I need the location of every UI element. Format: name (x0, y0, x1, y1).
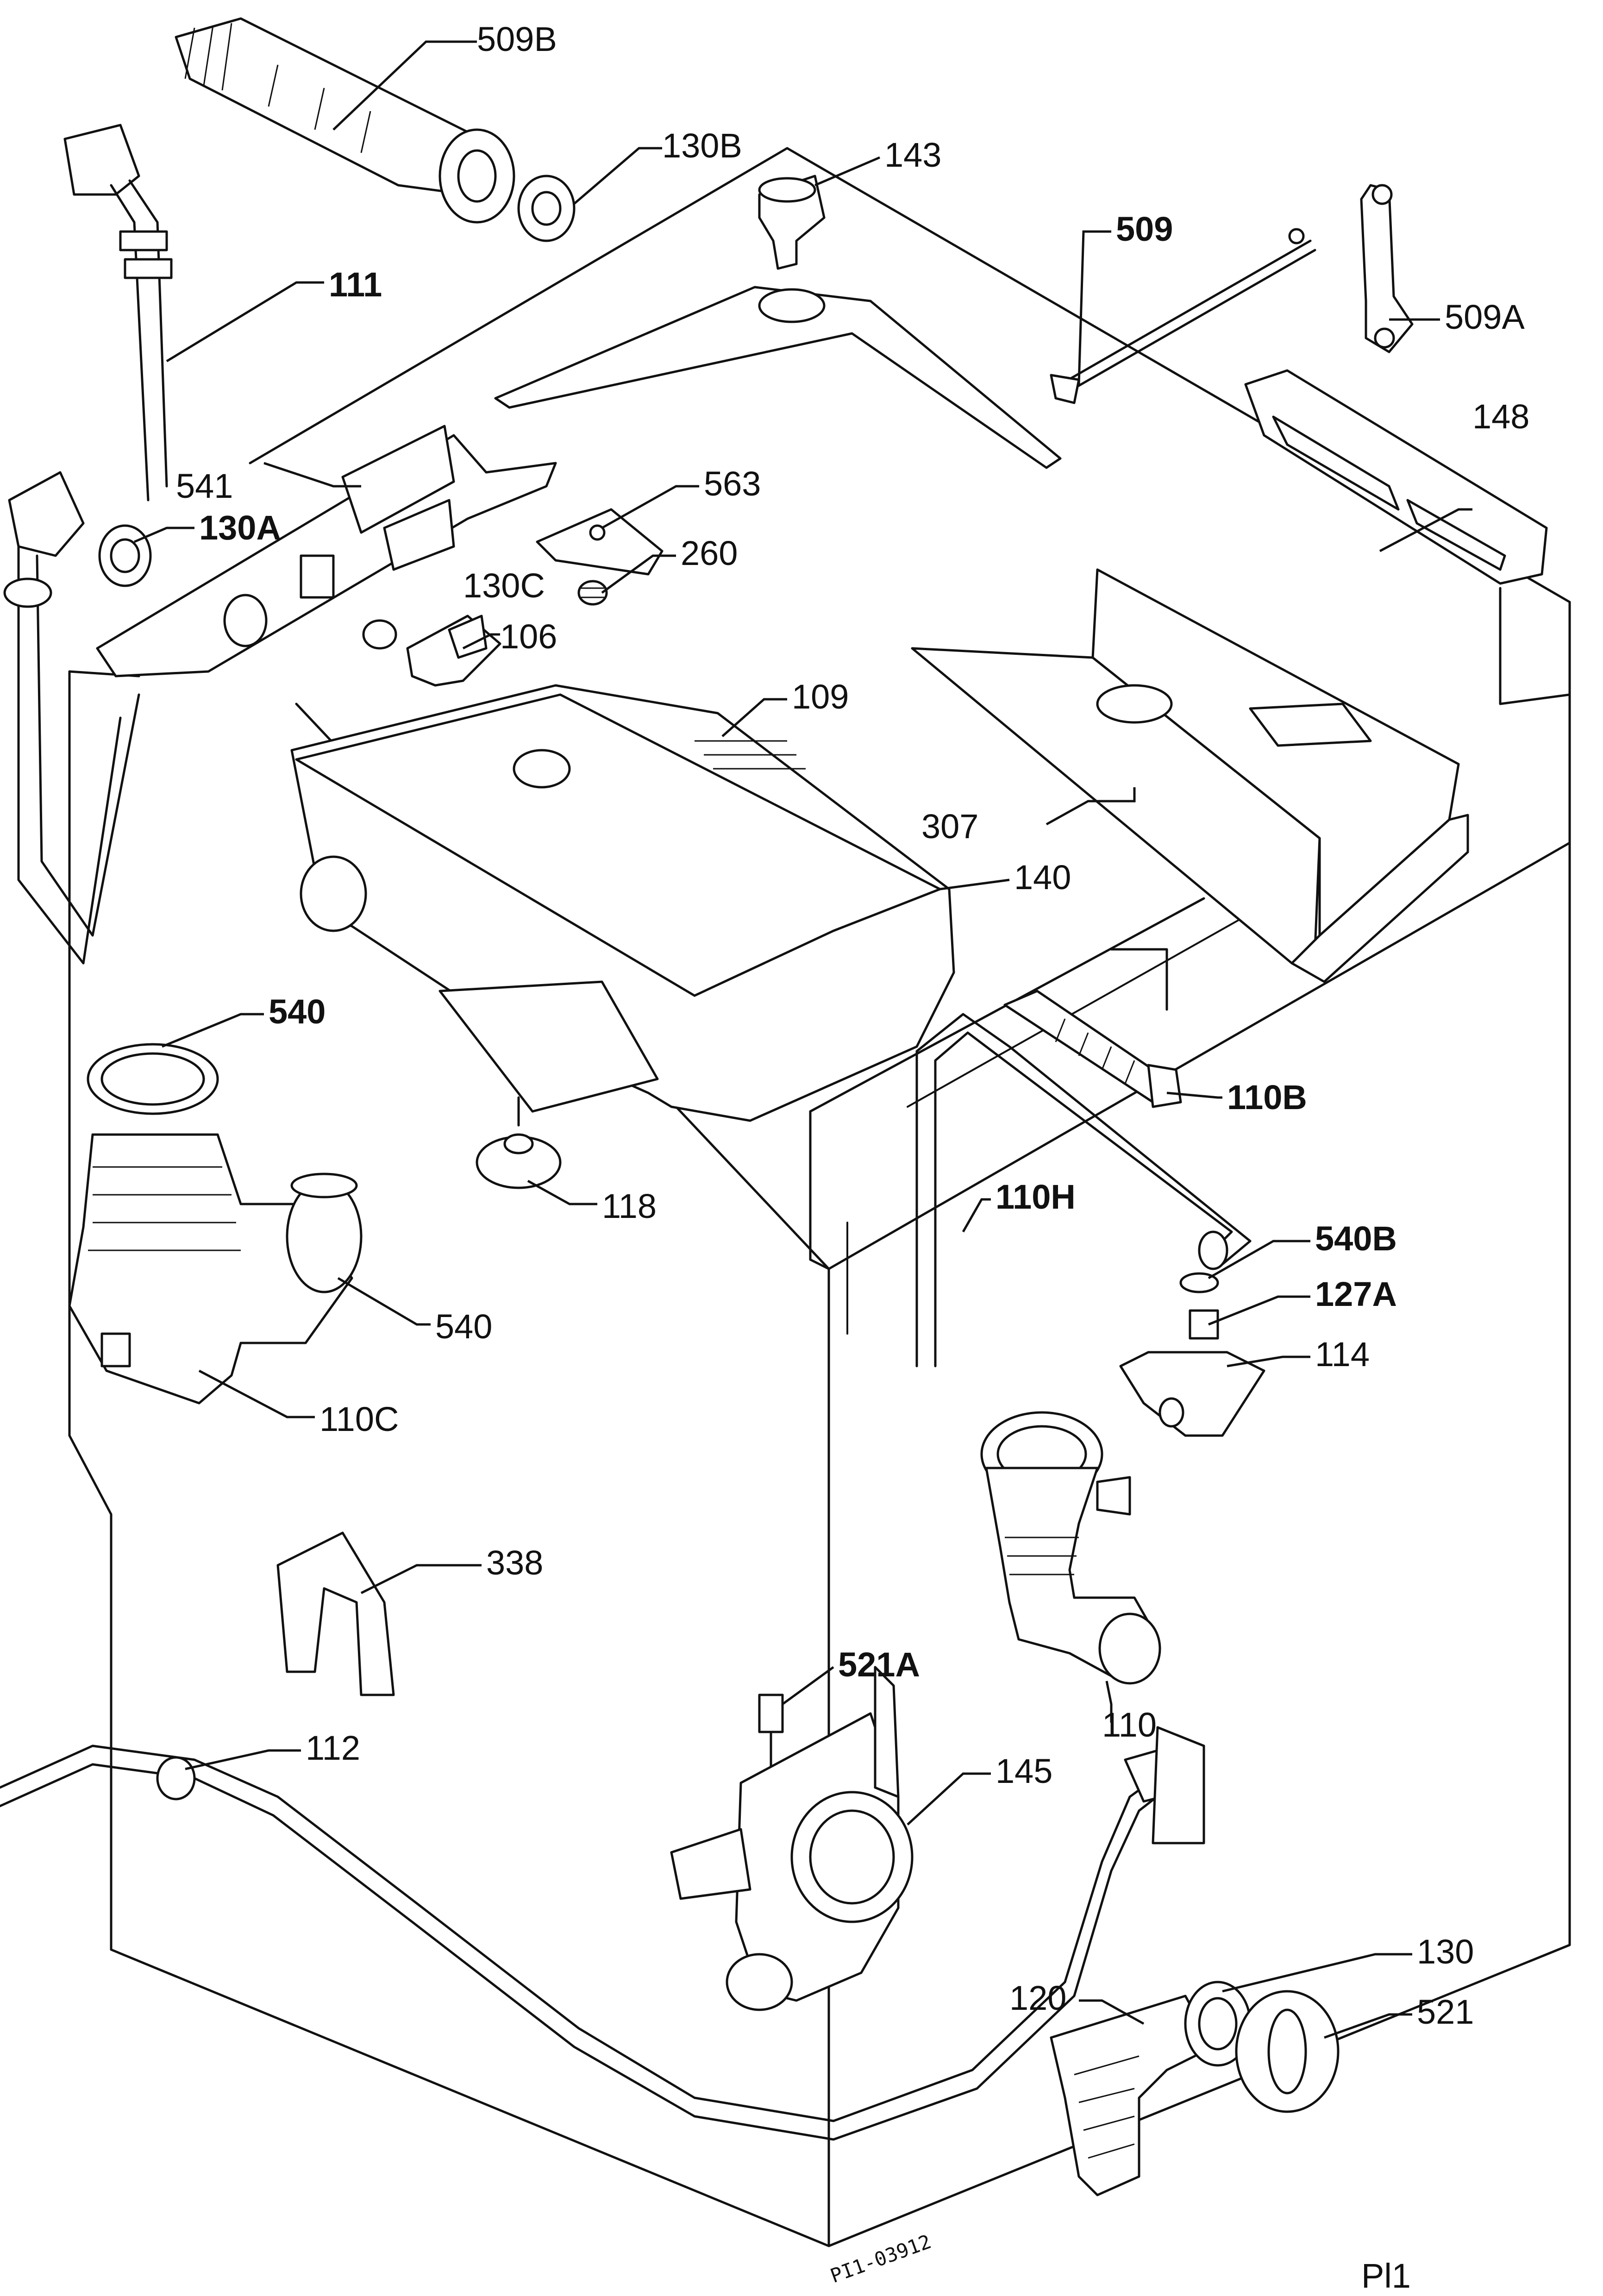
callout-260: 260 (681, 534, 738, 572)
callout-111: 111 (329, 265, 382, 304)
callout-labels: 509B 130B 143 509 509A 111 541 130A 563 … (176, 20, 1529, 2031)
part-114-bracket (1119, 1351, 1265, 1437)
callout-143: 143 (884, 136, 941, 174)
callout-540b: 540B (1315, 1219, 1397, 1258)
callout-118: 118 (602, 1187, 657, 1225)
part-110c-bellows (68, 1133, 363, 1405)
part-307-drawer (911, 568, 1469, 983)
part-521-cap (1235, 1990, 1340, 2113)
callout-130: 130 (1417, 1932, 1474, 1971)
callout-541: 541 (176, 467, 233, 505)
callout-110b: 110B (1227, 1078, 1307, 1117)
callout-110c: 110C (319, 1400, 399, 1438)
drawing-number: PI1-03912 (827, 2230, 934, 2288)
part-148-handle (1244, 369, 1548, 585)
callout-110: 110 (1102, 1706, 1157, 1744)
plate-label: Pl1 (1361, 2257, 1411, 2295)
callout-110h: 110H (996, 1178, 1076, 1216)
callout-509a: 509A (1445, 298, 1525, 336)
callout-120: 120 (1009, 1979, 1066, 2017)
callout-521: 521 (1417, 1993, 1474, 2031)
part-130b-washer (517, 175, 576, 242)
callout-509b: 509B (477, 20, 557, 58)
part-110h-tube (915, 1013, 1252, 1368)
part-509b-inlet-pipe (175, 17, 515, 224)
callout-145: 145 (996, 1752, 1052, 1790)
part-118-knob (476, 1096, 562, 1189)
callout-540-top: 540 (269, 992, 326, 1031)
callout-338: 338 (486, 1543, 543, 1582)
callout-130a: 130A (199, 508, 281, 547)
callout-540-mid: 540 (435, 1307, 492, 1346)
part-521a-pin (758, 1694, 784, 1780)
callout-307: 307 (921, 807, 978, 846)
callout-127a: 127A (1315, 1275, 1397, 1313)
part-260-spring (577, 580, 608, 606)
part-509-lever-rod (494, 228, 1316, 469)
part-130c-106-valve-group (362, 615, 501, 687)
callout-521a: 521A (838, 1645, 920, 1684)
part-112-drain-hose (0, 1726, 1205, 2141)
callout-106: 106 (500, 617, 557, 656)
part-541-bracket (96, 425, 557, 678)
part-338-hose-guide (276, 1531, 395, 1696)
callout-563: 563 (704, 464, 761, 503)
callout-130c: 130C (463, 566, 545, 605)
part-109-dispenser-housing (290, 684, 955, 1122)
part-143-knob (758, 175, 826, 270)
part-left-hose-loop (3, 471, 152, 965)
part-127a-nozzle (1189, 1309, 1219, 1340)
leader-lines (134, 40, 1472, 2039)
callout-114: 114 (1315, 1335, 1370, 1374)
part-130-seal-ring (1184, 1981, 1252, 2067)
callout-130b: 130B (662, 126, 742, 165)
part-540-clamp-top (87, 1043, 219, 1115)
part-145-pump-housing (670, 1666, 914, 2011)
part-563-cover (536, 508, 664, 576)
callout-140: 140 (1014, 858, 1071, 897)
callout-509: 509 (1116, 210, 1173, 248)
callout-112: 112 (306, 1729, 360, 1767)
part-110b-hose (1003, 990, 1182, 1108)
callout-148: 148 (1472, 397, 1529, 436)
part-110-sump-hose (980, 1411, 1161, 1685)
part-111-inlet-hose (63, 124, 173, 502)
callout-109: 109 (792, 678, 849, 716)
part-509a-lever (1360, 184, 1414, 353)
